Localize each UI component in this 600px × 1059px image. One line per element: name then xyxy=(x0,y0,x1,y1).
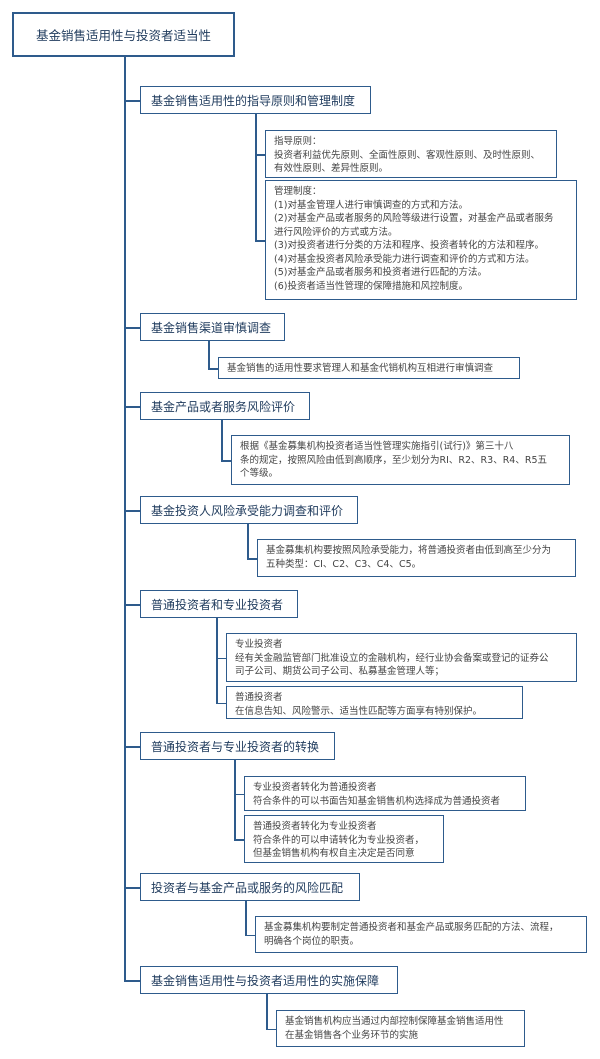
detail-node: 普通投资者转化为专业投资者符合条件的可以申请转化为专业投资者， 但基金销售机构有权… xyxy=(244,815,444,863)
detail-text: 根据《基金募集机构投资者适当性管理实施指引(试行)》第三十八 xyxy=(240,441,514,452)
connector-line xyxy=(124,980,140,982)
connector-line xyxy=(221,420,223,460)
connector-line xyxy=(247,524,249,558)
detail-text: 符合条件的可以申请转化为专业投资者， xyxy=(253,834,425,846)
detail-text: 基金募集机构要制定普通投资者和基金产品或服务匹配的方法、流程， xyxy=(264,922,559,933)
detail-text: 专业投资者 xyxy=(235,639,283,650)
connector-line xyxy=(255,114,257,240)
detail-text: 基金销售机构应当通过内部控制保障基金销售适用性 xyxy=(285,1016,504,1027)
detail-text: 在信息告知、风险警示、适当性匹配等方面享有特别保护。 xyxy=(235,705,483,717)
connector-line xyxy=(124,57,126,980)
connector-line xyxy=(216,702,226,704)
section-node: 基金投资人风险承受能力调查和评价 xyxy=(140,496,358,524)
connector-line xyxy=(216,618,218,703)
section-node: 基金销售渠道审慎调查 xyxy=(140,313,285,341)
detail-text: 经有关金融监管部门批准设立的金融机构，经行业协会备案或登记的证券公 xyxy=(235,652,549,664)
connector-line xyxy=(266,994,268,1029)
detail-node: 专业投资者经有关金融监管部门批准设立的金融机构，经行业协会备案或登记的证券公司子… xyxy=(226,633,577,682)
detail-text: 基金募集机构要按照风险承受能力，将普通投资者由低到高至少分为 xyxy=(266,545,552,556)
connector-line xyxy=(255,240,265,242)
connector-line xyxy=(221,460,231,462)
detail-text: 个等级。 xyxy=(240,468,279,479)
detail-text: (6)投资者适当性管理的保障措施和风控制度。 xyxy=(274,280,468,292)
connector-line xyxy=(245,934,255,936)
connector-line xyxy=(247,558,257,560)
connector-line xyxy=(124,327,140,329)
detail-text: 有效性原则、差异性原则。 xyxy=(274,163,389,174)
connector-line xyxy=(266,1028,276,1030)
detail-text: 在基金销售各个业务环节的实施 xyxy=(285,1029,419,1041)
root-node: 基金销售适用性与投资者适当性 xyxy=(12,12,235,57)
connector-line xyxy=(124,604,140,606)
connector-line xyxy=(234,793,244,795)
connector-line xyxy=(255,154,265,156)
detail-text: 进行风险评价的方式或方法。 xyxy=(274,226,398,238)
detail-text: (1)对基金管理人进行审慎调查的方式和方法。 xyxy=(274,199,468,211)
connector-line xyxy=(245,901,247,935)
detail-node: 基金销售机构应当通过内部控制保障基金销售适用性在基金销售各个业务环节的实施 xyxy=(276,1010,525,1047)
connector-line xyxy=(124,406,140,408)
connector-line xyxy=(234,839,244,841)
connector-line xyxy=(124,100,140,102)
detail-node: 基金募集机构要制定普通投资者和基金产品或服务匹配的方法、流程， 明确各个岗位的职责… xyxy=(255,916,587,953)
detail-text: 普通投资者 xyxy=(235,692,283,703)
connector-line xyxy=(124,510,140,512)
section-node: 基金产品或者服务风险评价 xyxy=(140,392,310,420)
detail-text: 司子公司、期货公司子公司、私募基金管理人等； xyxy=(235,666,445,677)
detail-node: 专业投资者转化为普通投资者符合条件的可以书面告知基金销售机构选择成为普通投资者 xyxy=(244,776,526,811)
detail-text: 但基金销售机构有权自主决定是否同意 xyxy=(253,848,415,859)
connector-line xyxy=(208,341,210,368)
detail-node: 普通投资者在信息告知、风险警示、适当性匹配等方面享有特别保护。 xyxy=(226,686,523,719)
detail-node: 管理制度： (1)对基金管理人进行审慎调查的方式和方法。 (2)对基金产品或者服务的… xyxy=(265,180,577,300)
detail-text: 基金销售的适用性要求管理人和基金代销机构互相进行审慎调查 xyxy=(227,363,494,374)
section-node: 普通投资者和专业投资者 xyxy=(140,590,298,618)
detail-text: (3)对投资者进行分类的方法和程序、投资者转化的方法和程序。 xyxy=(274,240,544,251)
connector-line xyxy=(216,657,226,659)
connector-line xyxy=(124,746,140,748)
detail-text: 符合条件的可以书面告知基金销售机构选择成为普通投资者 xyxy=(253,795,501,807)
detail-node: 指导原则： 投资者利益优先原则、全面性原则、客观性原则、及时性原则、有效性原则、差… xyxy=(265,130,557,178)
detail-node: 根据《基金募集机构投资者适当性管理实施指引(试行)》第三十八条的规定，按照风险由… xyxy=(231,435,570,485)
detail-text: 条的规定，按照风险由低到高顺序，至少划分为RI、R2、R3、R4、R5五 xyxy=(240,454,547,466)
detail-node: 基金销售的适用性要求管理人和基金代销机构互相进行审慎调查 xyxy=(218,357,520,379)
section-node: 投资者与基金产品或服务的风险匹配 xyxy=(140,873,360,901)
detail-text: 普通投资者转化为专业投资者 xyxy=(253,821,377,832)
detail-node: 基金募集机构要按照风险承受能力，将普通投资者由低到高至少分为五种类型：CI、C2… xyxy=(257,539,576,577)
detail-text: 指导原则： xyxy=(274,136,322,147)
connector-line xyxy=(124,887,140,889)
detail-text: (4)对基金投资者风险承受能力进行调查和评价的方式和方法。 xyxy=(274,253,535,265)
connector-line xyxy=(234,760,236,839)
detail-text: 明确各个岗位的职责。 xyxy=(264,935,360,947)
connector-line xyxy=(208,368,218,370)
detail-text: (5)对基金产品或者服务和投资者进行匹配的方法。 xyxy=(274,267,487,278)
detail-text: 专业投资者转化为普通投资者 xyxy=(253,782,377,793)
detail-text: 投资者利益优先原则、全面性原则、客观性原则、及时性原则、 xyxy=(274,149,541,161)
section-node: 普通投资者与专业投资者的转换 xyxy=(140,732,335,760)
detail-text: (2)对基金产品或者服务的风险等级进行设置，对基金产品或者服务 xyxy=(274,213,554,224)
section-node: 基金销售适用性与投资者适用性的实施保障 xyxy=(140,966,398,994)
section-node: 基金销售适用性的指导原则和管理制度 xyxy=(140,86,371,114)
detail-text: 五种类型：CI、C2、C3、C4、C5。 xyxy=(266,558,422,570)
detail-text: 管理制度： xyxy=(274,186,322,197)
